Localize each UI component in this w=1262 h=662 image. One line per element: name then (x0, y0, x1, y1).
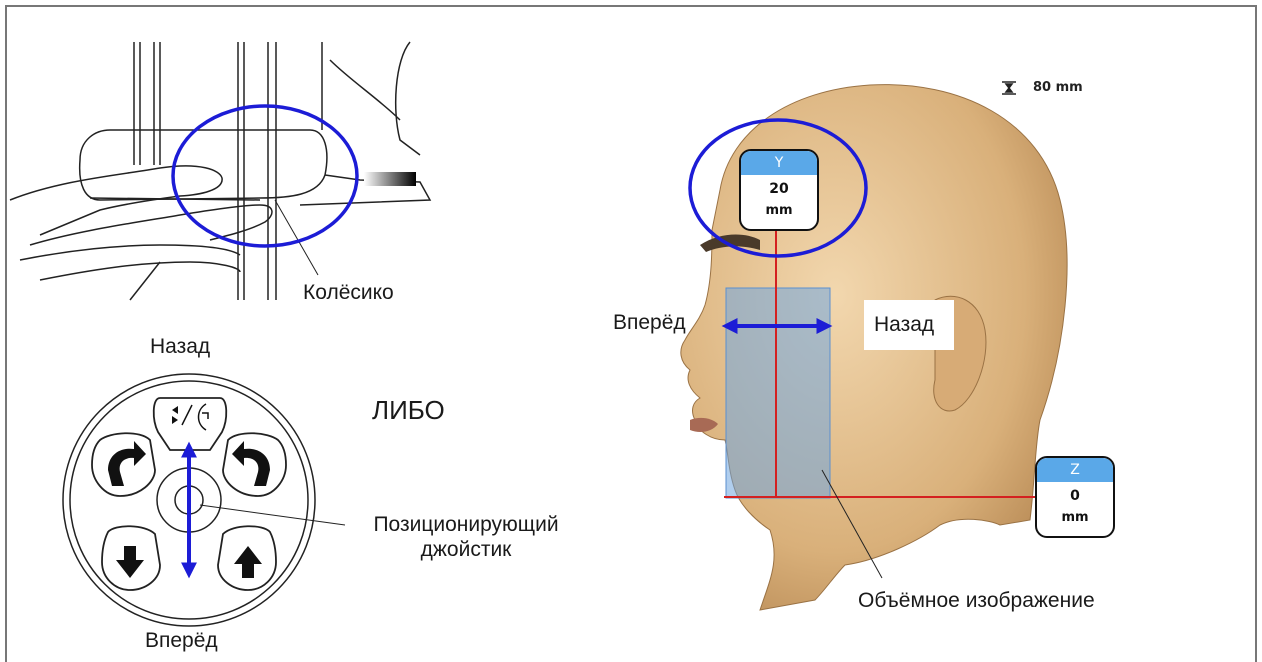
wheel-label: Колёсико (303, 280, 394, 305)
shade-patch (364, 172, 416, 186)
back-label-top: Назад (150, 334, 210, 359)
forward-label-bottom: Вперёд (145, 628, 218, 653)
y-readout-axis: Y (741, 151, 817, 175)
z-readout[interactable]: Z 0 mm (1035, 456, 1115, 538)
joystick-leader (200, 505, 345, 525)
y-readout-value: 20 (741, 181, 817, 197)
y-readout[interactable]: Y 20 mm (739, 149, 819, 231)
joystick-label: Позиционирующий джойстик (346, 512, 586, 562)
z-readout-unit: mm (1037, 510, 1113, 525)
z-readout-axis: Z (1037, 458, 1113, 482)
collimation-button (154, 398, 227, 450)
rotate-right-button (223, 433, 286, 496)
z-readout-value: 0 (1037, 488, 1113, 504)
chinrest-illustration (10, 42, 430, 300)
forward-label-head: Вперёд (613, 310, 686, 335)
scale-icon (1002, 82, 1016, 94)
or-label: ЛИБО (372, 395, 445, 426)
scale-readout: 80 mm (1033, 80, 1083, 95)
volume-label: Объёмное изображение (858, 588, 1095, 613)
y-readout-unit: mm (741, 203, 817, 218)
joystick-label-line2: джойстик (346, 537, 586, 562)
volume-box (726, 288, 830, 498)
back-label-head: Назад (864, 300, 954, 350)
rotate-left-button (92, 433, 155, 496)
joystick-label-line1: Позиционирующий (346, 512, 586, 537)
